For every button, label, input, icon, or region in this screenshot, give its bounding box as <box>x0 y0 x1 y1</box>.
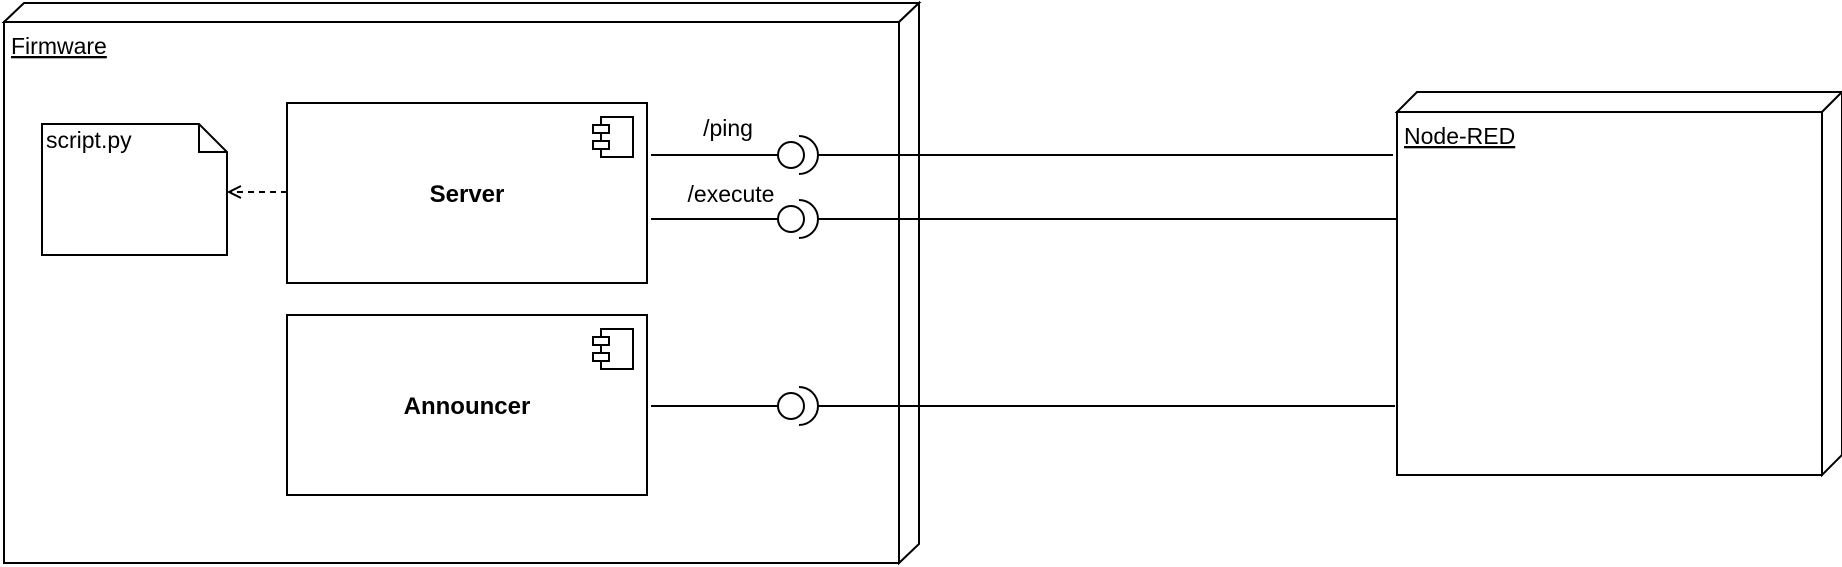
announcer-component-box <box>286 314 648 496</box>
firmware-node-label: Firmware <box>11 33 107 59</box>
execute-interface[interactable]: /execute <box>651 181 1399 239</box>
component-icon <box>592 116 634 158</box>
announce-socket <box>798 386 819 426</box>
node-red-node-side-face <box>1821 90 1842 478</box>
announcer-component-label: Announcer <box>404 393 531 420</box>
server-component[interactable]: Server <box>286 102 648 284</box>
ping-socket <box>798 135 819 175</box>
announcer-component[interactable]: Announcer <box>286 314 648 496</box>
dependency-arrow <box>226 185 287 199</box>
script-artifact[interactable]: script.py <box>41 123 228 256</box>
execute-socket <box>798 199 819 239</box>
script-artifact-fold <box>198 124 227 153</box>
ping-interface[interactable]: /ping <box>651 115 1393 175</box>
node-red-node-top-face <box>1394 91 1842 113</box>
component-icon <box>592 328 634 370</box>
announce-ball <box>777 392 805 420</box>
node-red-node-label: Node-RED <box>1404 123 1515 149</box>
firmware-node-top-face <box>1 2 922 23</box>
script-artifact-shape <box>41 123 228 256</box>
execute-ball <box>777 205 805 233</box>
server-component-label: Server <box>430 181 505 208</box>
ping-ball <box>777 141 805 169</box>
script-artifact-label: script.py <box>46 127 132 153</box>
announce-interface[interactable] <box>651 386 1395 426</box>
node-red-node[interactable]: Node-RED <box>1394 90 1842 478</box>
dependency-arrowhead <box>226 185 242 199</box>
node-red-node-front-face <box>1396 111 1823 476</box>
firmware-node-side-face <box>898 0 920 566</box>
ping-interface-label: /ping <box>703 115 753 141</box>
server-component-box <box>286 102 648 284</box>
execute-interface-label: /execute <box>688 181 775 207</box>
